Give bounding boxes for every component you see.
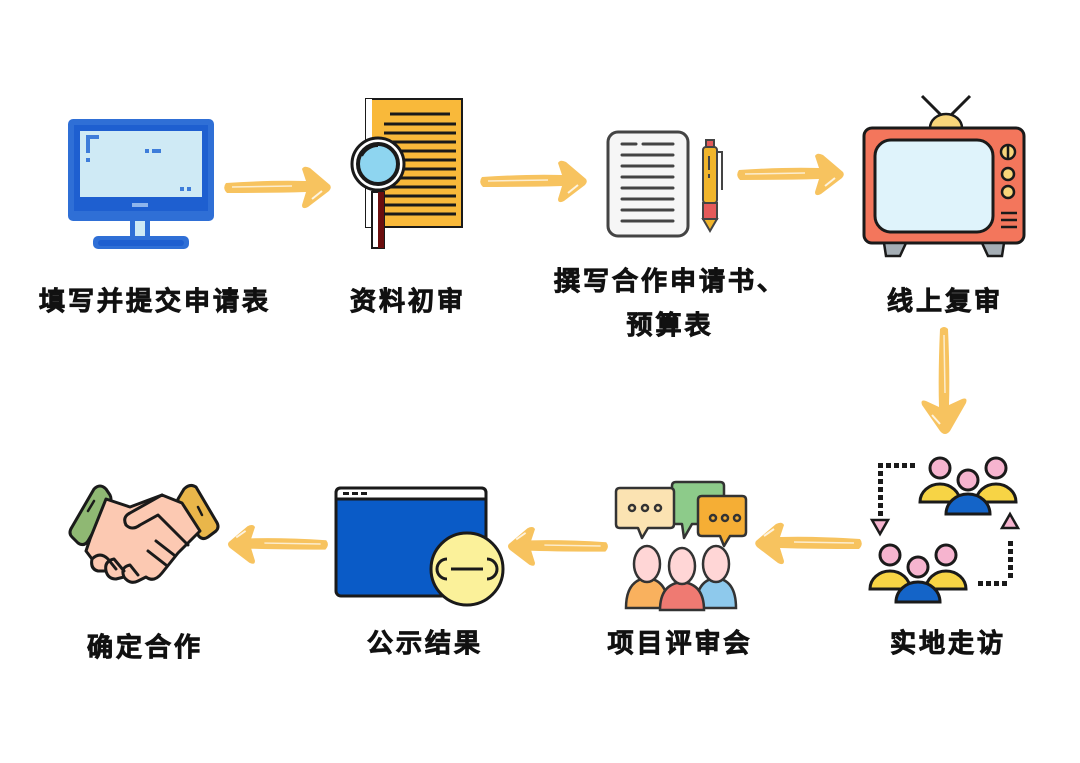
step-1-label: 填写并提交申请表: [38, 287, 271, 318]
meeting-discussion-icon: [614, 480, 748, 612]
step-7-label: 公示结果: [366, 629, 483, 660]
step-3-node: [605, 130, 735, 240]
step-6-node: [612, 480, 748, 612]
browser-window-icon: [334, 486, 505, 607]
step-4-label: 线上复审: [886, 287, 1003, 318]
arrow-down-icon: [921, 327, 967, 434]
arrow-right-icon: [480, 160, 587, 203]
handshake-icon: [68, 483, 220, 584]
arrow-left-icon: [508, 526, 608, 566]
step-7-node: [333, 485, 508, 610]
step-5-node: [868, 454, 1028, 609]
arrow-right-icon: [224, 166, 331, 209]
arrow-right-icon: [737, 153, 844, 196]
document-pen-icon: [606, 130, 723, 238]
people-exchange-icon: [868, 456, 1021, 604]
computer-monitor-icon: [68, 119, 214, 249]
step-4-node: [862, 92, 1027, 260]
step-5-label: 实地走访: [889, 629, 1006, 660]
arrow-left-icon: [228, 524, 328, 564]
television-icon: [862, 94, 1026, 258]
step-1-node: [66, 117, 216, 252]
step-3-label-line2: 预算表: [626, 311, 714, 342]
step-3-label-line1: 撰写合作申请书、: [553, 267, 786, 298]
step-6-label: 项目评审会: [607, 629, 753, 660]
step-2-label: 资料初审: [349, 287, 466, 318]
step-8-label: 确定合作: [86, 633, 203, 664]
step-8-node: [66, 483, 226, 595]
arrow-left-icon: [755, 522, 862, 565]
document-magnifier-icon: [350, 98, 463, 249]
step-2-node: [348, 96, 468, 251]
